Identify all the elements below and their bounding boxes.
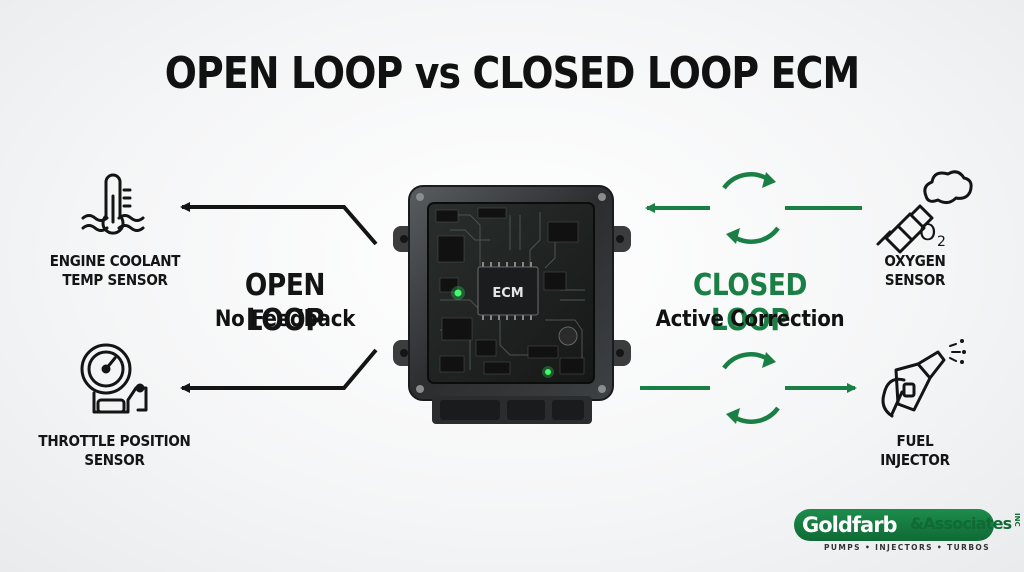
- logo-inc: INC: [1013, 513, 1021, 527]
- device-label-oxygen: OXYGEN SENSOR: [884, 252, 946, 289]
- throttle-gauge-icon: [80, 343, 148, 414]
- open-loop-arrow-top: [180, 202, 378, 246]
- ecm-chip-label: ECM: [492, 286, 523, 301]
- logo-wordmark: Goldfarb: [794, 509, 994, 541]
- refresh-cycle-icon: [722, 352, 780, 424]
- sensor-label-throttle: THROTTLE POSITION SENSOR: [38, 432, 191, 469]
- thermometer-icon: [81, 173, 145, 235]
- logo-tagline: PUMPS • INJECTORS • TURBOS: [824, 543, 991, 552]
- open-loop-title: OPEN LOOP: [244, 268, 326, 338]
- closed-loop-subtitle: Active Correction: [655, 307, 845, 332]
- closed-loop-feedback-top: [645, 172, 862, 244]
- device-label-injector: FUEL INJECTOR: [880, 432, 950, 469]
- fuel-injector-icon: [881, 339, 966, 418]
- sensor-label-coolant: ENGINE COOLANT TEMP SENSOR: [49, 252, 181, 289]
- ecm-module: ECM: [393, 185, 631, 424]
- refresh-cycle-icon: [722, 172, 780, 244]
- oxygen-symbol: O: [919, 221, 936, 246]
- logo-suffix: &Associates: [910, 514, 1012, 533]
- page-title: OPEN LOOP vs CLOSED LOOP ECM: [164, 48, 860, 99]
- closed-loop-title: CLOSED LOOP: [692, 268, 808, 338]
- closed-loop-command-bottom: [640, 352, 857, 424]
- oxygen-subscript: 2: [937, 234, 946, 250]
- company-logo: Goldfarb &Associates INC PUMPS • INJECTO…: [794, 509, 1024, 559]
- oxygen-sensor-icon: [876, 170, 973, 254]
- open-loop-subtitle: No Feedback: [214, 307, 356, 332]
- open-loop-arrow-bottom: [180, 348, 378, 393]
